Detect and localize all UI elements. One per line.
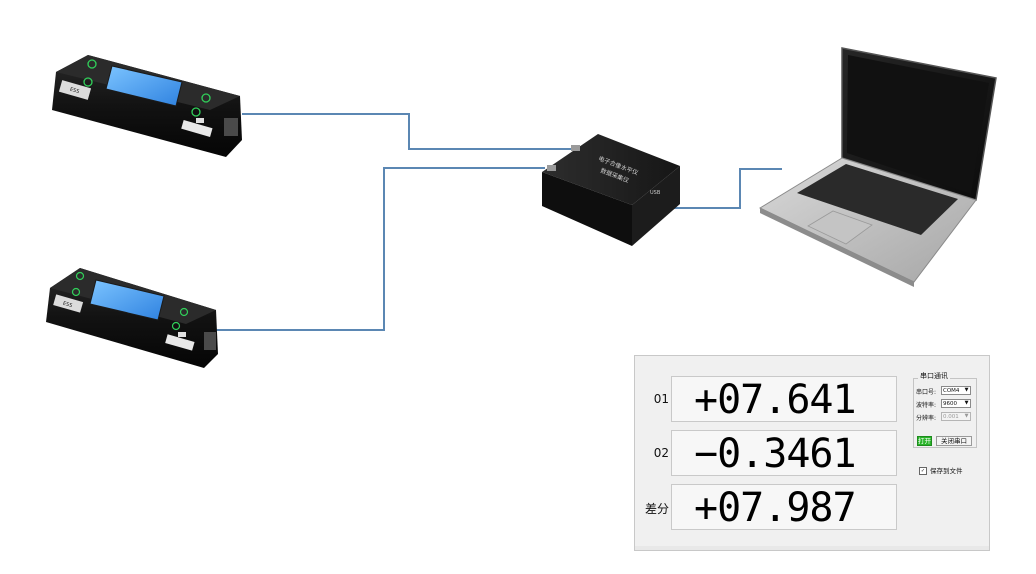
chevron-down-icon: ▼ bbox=[964, 400, 969, 406]
collector-side bbox=[632, 166, 680, 246]
serial-group-title: 串口通讯 bbox=[918, 371, 950, 381]
readout-difference: +07.987 bbox=[671, 484, 897, 530]
laptop-touchpad bbox=[807, 210, 873, 245]
chevron-down-icon: ▼ bbox=[964, 413, 969, 419]
data-collector: 电子合像水平仪 数据采集仪 USB bbox=[542, 134, 680, 246]
serial-settings-group: 串口通讯 串口号: COM4 ▼ 波特率: 9600 ▼ 分辨率: 0.001 … bbox=[913, 371, 977, 448]
cable-group bbox=[216, 113, 782, 331]
collector-port-icon bbox=[571, 145, 580, 151]
readout-02: −0.3461 bbox=[671, 430, 897, 476]
collector-top bbox=[542, 134, 680, 205]
baud-value: 9600 bbox=[943, 401, 957, 407]
software-window: 01 +07.641 02 −0.3461 差分 +07.987 串口通讯 串口… bbox=[634, 355, 990, 551]
usb-port-icon bbox=[178, 332, 186, 337]
inclinometer-device-1: ESS bbox=[52, 55, 242, 157]
led-icon bbox=[201, 93, 211, 103]
open-port-button[interactable]: 打开 bbox=[917, 436, 932, 446]
cable-device1-to-collector bbox=[242, 113, 571, 150]
device-lcd bbox=[89, 279, 165, 321]
led-icon bbox=[83, 77, 93, 87]
baud-select[interactable]: 9600 ▼ bbox=[941, 399, 971, 408]
brand-plate bbox=[58, 80, 92, 100]
resolution-value: 0.001 bbox=[943, 414, 959, 420]
row-label-02: 02 bbox=[653, 446, 669, 460]
led-icon bbox=[87, 59, 97, 69]
laptop bbox=[758, 47, 997, 287]
row-label-01: 01 bbox=[653, 392, 669, 406]
led-icon bbox=[191, 107, 201, 117]
resolution-select[interactable]: 0.001 ▼ bbox=[941, 412, 971, 421]
usb-port-icon bbox=[196, 118, 204, 123]
led-icon bbox=[179, 307, 189, 317]
readout-01: +07.641 bbox=[671, 376, 897, 422]
led-icon bbox=[171, 321, 181, 331]
device-brand: ESS bbox=[69, 87, 80, 95]
save-to-file-checkbox[interactable]: ✓保存到文件 bbox=[919, 465, 963, 475]
laptop-front-edge bbox=[760, 208, 914, 287]
save-to-file-label: 保存到文件 bbox=[930, 467, 963, 475]
status-strip bbox=[635, 546, 989, 550]
port-label: 串口号: bbox=[916, 389, 937, 396]
laptop-screen bbox=[847, 55, 989, 194]
cable-collector-to-laptop bbox=[668, 168, 782, 209]
label-sticker bbox=[181, 120, 213, 137]
label-sticker bbox=[165, 334, 195, 351]
inclinometer-device-2: ESS bbox=[46, 268, 218, 368]
device-brand: ESS bbox=[62, 301, 73, 309]
baud-label: 波特率: bbox=[916, 402, 937, 409]
collector-port-icon bbox=[547, 165, 556, 171]
laptop-keyboard bbox=[797, 164, 958, 235]
port-value: COM4 bbox=[943, 388, 960, 394]
connector-icon bbox=[204, 332, 216, 350]
chevron-down-icon: ▼ bbox=[964, 387, 969, 393]
close-port-button[interactable]: 关闭串口 bbox=[936, 436, 972, 446]
collector-usb-label: USB bbox=[650, 190, 661, 196]
led-icon bbox=[75, 271, 85, 281]
row-label-difference: 差分 bbox=[644, 502, 669, 516]
port-select[interactable]: COM4 ▼ bbox=[941, 386, 971, 395]
device-lcd bbox=[105, 65, 183, 107]
connector-icon bbox=[224, 118, 238, 136]
brand-plate bbox=[53, 294, 84, 313]
resolution-label: 分辨率: bbox=[916, 415, 937, 422]
cable-device2-to-collector bbox=[216, 167, 545, 331]
led-icon bbox=[71, 287, 81, 297]
checkbox-check-icon: ✓ bbox=[919, 467, 927, 475]
collector-front bbox=[542, 172, 632, 246]
